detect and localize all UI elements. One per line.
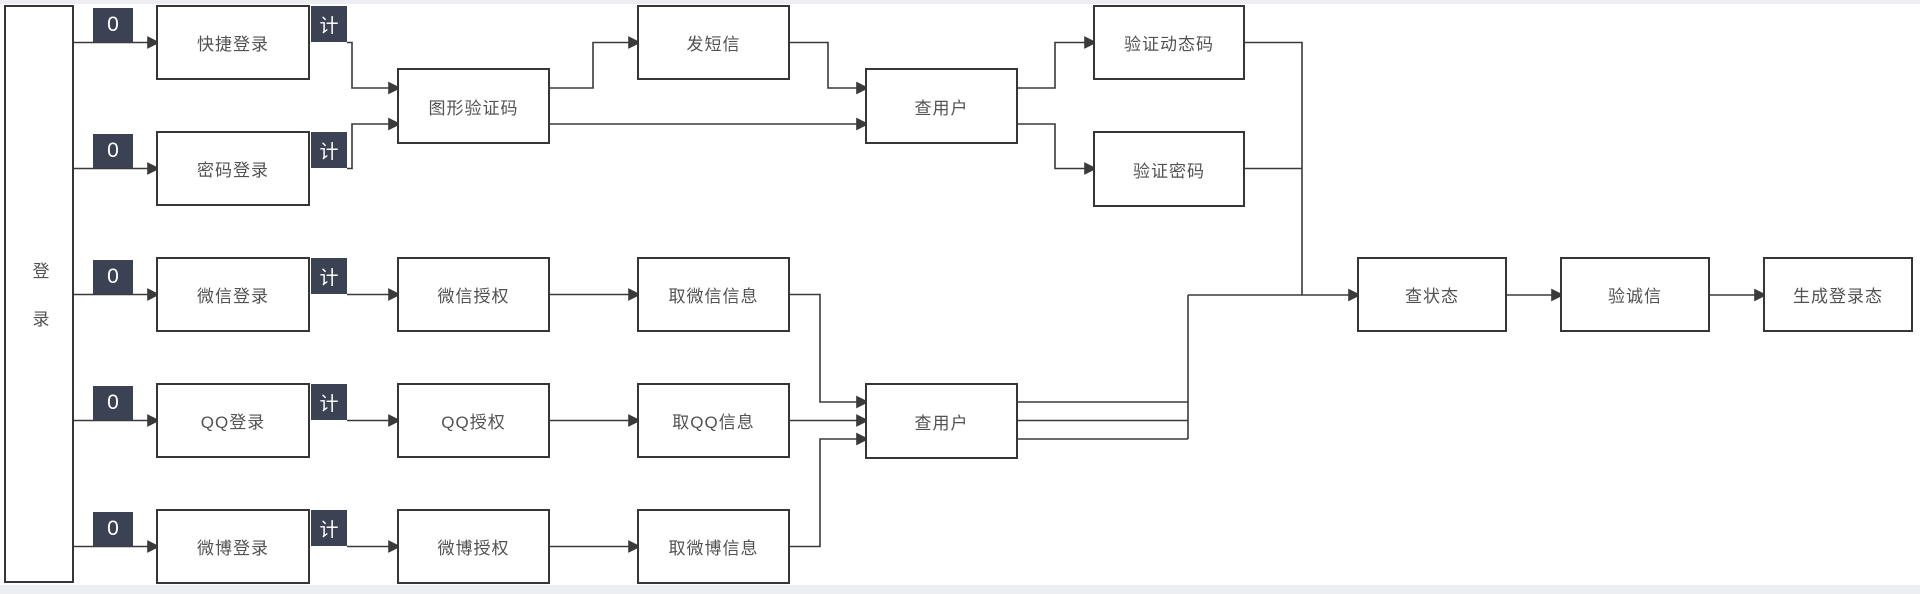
edge-captcha-send-sms bbox=[550, 36, 641, 89]
edge-check-user-top-verify-dynamic-code bbox=[1018, 36, 1097, 89]
edge-get-weibo-info-check-user-bottom bbox=[790, 432, 869, 548]
bottom-edge-strip bbox=[0, 585, 1920, 594]
node-password-login[interactable]: 密码登录 bbox=[156, 131, 310, 206]
badge-counter-password-login[interactable]: 计 bbox=[311, 132, 347, 168]
node-check-user-top[interactable]: 查用户 bbox=[865, 68, 1018, 144]
node-wechat-login[interactable]: 微信登录 bbox=[156, 257, 310, 332]
node-verify-password[interactable]: 验证密码 bbox=[1093, 131, 1245, 207]
node-qq-auth[interactable]: QQ授权 bbox=[397, 383, 550, 458]
badge-zero-quick-login[interactable]: 0 bbox=[93, 8, 133, 42]
edge-check-user-top-verify-password bbox=[1018, 123, 1097, 175]
node-get-qq-info[interactable]: 取QQ信息 bbox=[637, 383, 790, 458]
badge-zero-wechat-login[interactable]: 0 bbox=[93, 260, 133, 294]
login-root-label: 登录 bbox=[29, 261, 49, 358]
node-qq-login[interactable]: QQ登录 bbox=[156, 383, 310, 458]
edge-verify-dynamic-code-bus bbox=[1245, 41, 1303, 295]
badge-counter-quick-login[interactable]: 计 bbox=[311, 6, 347, 42]
node-get-wechat-info[interactable]: 取微信信息 bbox=[637, 257, 790, 332]
badge-zero-qq-login[interactable]: 0 bbox=[93, 386, 133, 420]
node-captcha[interactable]: 图形验证码 bbox=[397, 68, 550, 144]
node-check-status[interactable]: 查状态 bbox=[1357, 257, 1507, 332]
node-login-root[interactable]: 登录 bbox=[4, 5, 74, 583]
node-verify-dynamic-code[interactable]: 验证动态码 bbox=[1093, 5, 1245, 80]
node-get-weibo-info[interactable]: 取微博信息 bbox=[637, 509, 790, 584]
edge-quick-login-captcha bbox=[347, 41, 401, 95]
edge-password-login-captcha bbox=[347, 117, 401, 170]
edges bbox=[74, 36, 1767, 553]
edge-get-wechat-info-check-user-bottom bbox=[790, 293, 869, 409]
node-wechat-auth[interactable]: 微信授权 bbox=[397, 257, 550, 332]
badge-counter-weibo-login[interactable]: 计 bbox=[311, 510, 347, 546]
node-verify-credit[interactable]: 验诚信 bbox=[1560, 257, 1710, 332]
node-check-user-bottom[interactable]: 查用户 bbox=[865, 383, 1018, 459]
node-send-sms[interactable]: 发短信 bbox=[637, 5, 790, 80]
node-weibo-auth[interactable]: 微博授权 bbox=[397, 509, 550, 584]
node-weibo-login[interactable]: 微博登录 bbox=[156, 509, 310, 584]
top-edge-strip bbox=[0, 0, 1920, 4]
node-quick-login[interactable]: 快捷登录 bbox=[156, 5, 310, 80]
badge-counter-qq-login[interactable]: 计 bbox=[311, 384, 347, 420]
node-generate-login-state[interactable]: 生成登录态 bbox=[1763, 257, 1913, 332]
badge-zero-weibo-login[interactable]: 0 bbox=[93, 512, 133, 546]
badge-zero-password-login[interactable]: 0 bbox=[93, 134, 133, 168]
badge-counter-wechat-login[interactable]: 计 bbox=[311, 258, 347, 294]
edge-send-sms-check-user-top bbox=[790, 41, 869, 95]
